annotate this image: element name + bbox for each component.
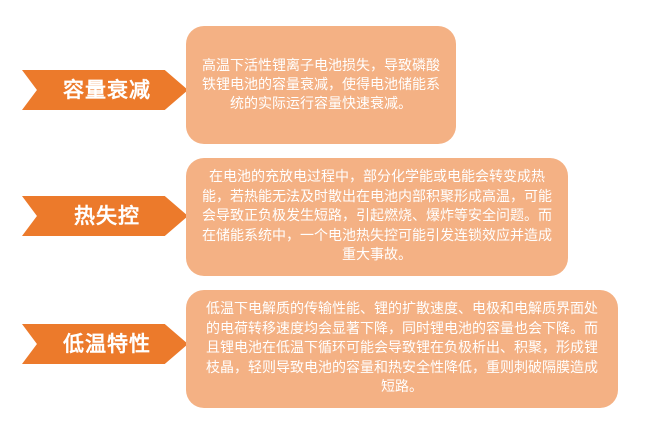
box-capacity-fade: 高温下活性锂离子电池损失，导致磷酸铁锂电池的容量衰减，使得电池储能系统的实际运行… — [186, 26, 456, 144]
box-thermal-runaway: 在电池的充放电过程中，部分化学能或电能会转变成热能，若热能无法及时散出在电池内部… — [186, 158, 568, 276]
box-low-temperature: 低温下电解质的传输性能、锂的扩散速度、电极和电解质界面处的电荷转移速度均会显著下… — [186, 290, 618, 408]
box-capacity-fade-text: 高温下活性锂离子电池损失，导致磷酸铁锂电池的容量衰减，使得电池储能系统的实际运行… — [202, 57, 440, 112]
box-thermal-runaway-text: 在电池的充放电过程中，部分化学能或电能会转变成热能，若热能无法及时散出在电池内部… — [202, 169, 552, 264]
label-thermal-runaway: 热失控 — [22, 196, 188, 236]
box-low-temperature-text: 低温下电解质的传输性能、锂的扩散速度、电极和电解质界面处的电荷转移速度均会显著下… — [206, 301, 598, 396]
label-low-temperature: 低温特性 — [22, 324, 188, 364]
label-capacity-fade: 容量衰减 — [22, 70, 188, 110]
